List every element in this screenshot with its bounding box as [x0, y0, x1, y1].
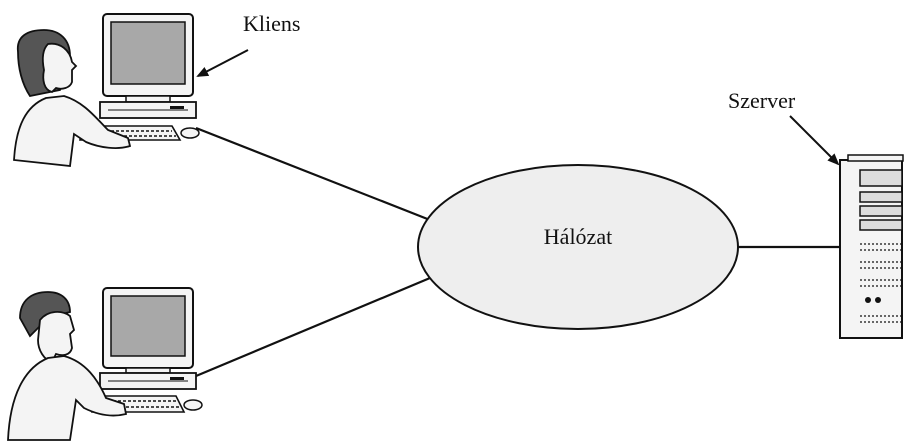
desktop-monitor-icon	[102, 13, 194, 103]
network-links	[195, 126, 840, 378]
server-node: Szerver	[728, 88, 904, 339]
network-node: Hálózat	[417, 164, 739, 330]
server-label-arrow	[789, 115, 840, 166]
server-label: Szerver	[728, 88, 796, 113]
desktop-monitor-icon	[102, 287, 194, 374]
desktop-case-icon	[99, 101, 197, 119]
man-user-icon	[7, 291, 128, 441]
network-label: Hálózat	[544, 224, 612, 249]
mouse-icon	[183, 399, 203, 411]
client-label: Kliens	[243, 11, 300, 36]
link-client-1-network	[195, 126, 431, 222]
client-label-arrow	[196, 49, 249, 77]
mouse-icon	[180, 127, 200, 139]
client-2-workstation	[7, 287, 203, 441]
desktop-case-icon	[99, 372, 197, 390]
tower-server-icon	[839, 154, 904, 339]
link-client-2-network	[195, 276, 431, 378]
woman-user-icon	[13, 29, 132, 167]
network-ellipse	[417, 164, 739, 330]
client-1-workstation: Kliens	[13, 11, 300, 167]
